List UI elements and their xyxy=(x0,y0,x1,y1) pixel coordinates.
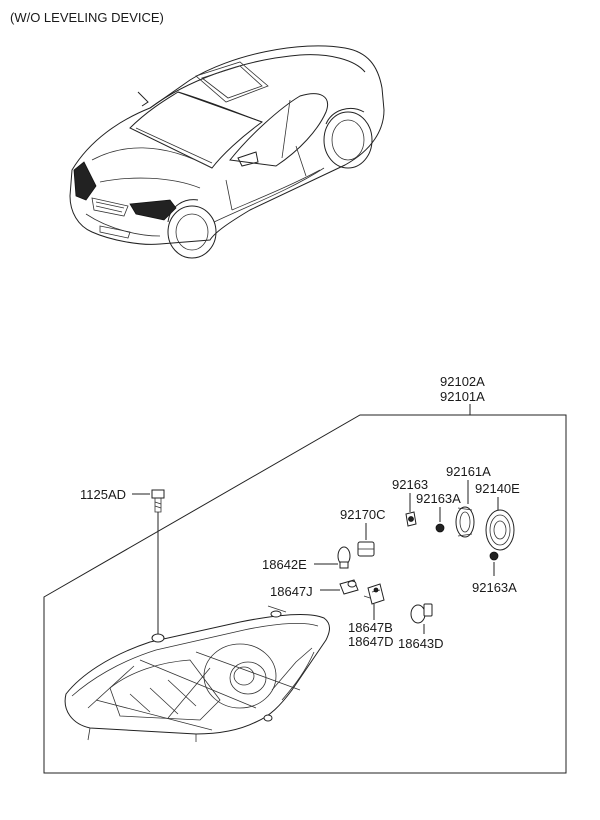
label-92163: 92163 xyxy=(392,477,428,492)
bulb-18642E xyxy=(337,546,351,569)
label-18647J: 18647J xyxy=(270,584,313,599)
car-illustration xyxy=(69,45,385,259)
label-18643D: 18643D xyxy=(398,636,444,651)
label-92140E: 92140E xyxy=(475,481,520,496)
bulb-18643D xyxy=(410,603,433,624)
headlamp-highlight-left xyxy=(73,161,97,201)
label-92102A: 92102A xyxy=(440,374,485,389)
socket-92170C xyxy=(357,541,375,557)
label-92163A-top: 92163A xyxy=(416,491,461,506)
clip-92163A-bottom xyxy=(489,551,499,561)
label-18642E: 18642E xyxy=(262,557,307,572)
bulb-18647B xyxy=(363,583,385,605)
cap-92140E xyxy=(485,509,515,551)
assembly-frame xyxy=(43,414,567,774)
label-92163A-bottom: 92163A xyxy=(472,580,517,595)
label-92170C: 92170C xyxy=(340,507,386,522)
mount-tab-left xyxy=(151,633,165,643)
mount-tab-top xyxy=(270,610,282,618)
bulb-18647J xyxy=(339,579,359,595)
headlamp-assembly xyxy=(64,605,330,742)
header-note: (W/O LEVELING DEVICE) xyxy=(10,10,164,25)
label-18647B: 18647B xyxy=(348,620,393,635)
label-1125AD: 1125AD xyxy=(80,487,126,502)
label-92101A: 92101A xyxy=(440,389,485,404)
clip-92163 xyxy=(405,511,417,527)
bolt-1125AD xyxy=(151,489,165,513)
cap-92161A xyxy=(455,506,475,538)
label-18647D: 18647D xyxy=(348,634,394,649)
label-92161A: 92161A xyxy=(446,464,491,479)
clip-92163A-top xyxy=(435,523,445,533)
